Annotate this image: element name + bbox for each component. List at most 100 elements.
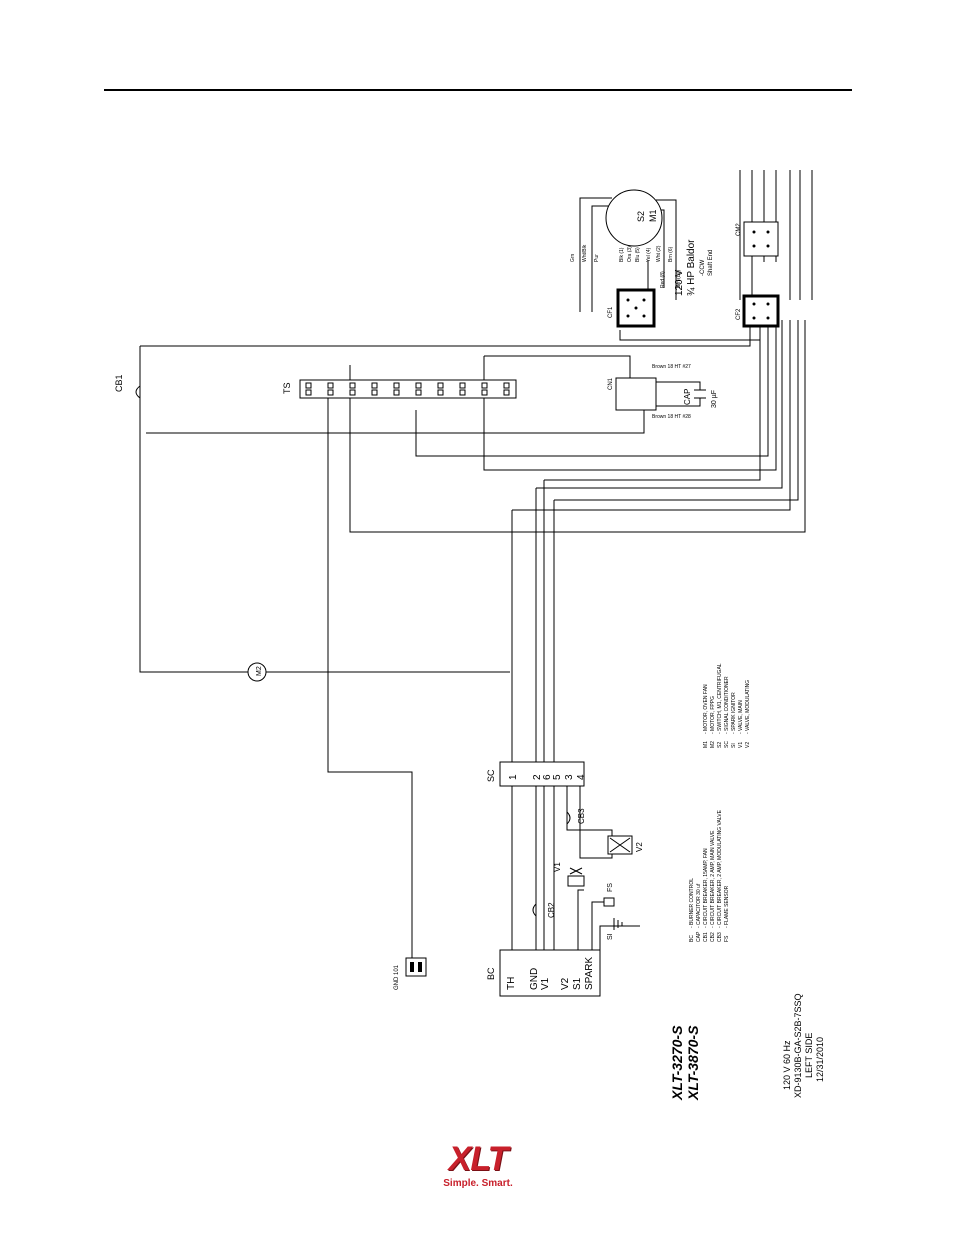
m2-motor: M2 [247,662,267,682]
legend-code: S2 [717,742,723,748]
legend-code: M2 [710,741,716,748]
motor-wire-label: Red (8) [660,271,666,288]
motor-wire-label: Grn [570,253,576,262]
motor-volts: 120 V [674,270,685,296]
logo-mark: XLT [448,1140,509,1178]
cb1-breaker: CB1 [114,374,141,399]
sc-label: SC [486,769,496,782]
cn1-connector: CN1 CAP 30 µF Brown 18 HT #27 Brown 18 H… [608,364,718,420]
legend-desc: - MOTOR, OVEN FAN [703,684,709,734]
legend-right: M1 - MOTOR, OVEN FAN M2 - MOTOR, FPPG S2 - SW… [703,663,751,748]
wire-ts-cf2-a [349,320,806,533]
legend-desc: - CIRCUIT BREAKER, 15AMP, FAN [703,848,709,928]
sc-pin-label: 5 [552,774,563,780]
wire-motor-1 [579,197,612,312]
cb1-label: CB1 [114,374,124,392]
motor-wire-label: Wht/Blk [582,244,588,262]
terminal-strip: TS [282,379,517,399]
bc-pin-label: TH [506,977,517,990]
spark-ignitor: SI [607,933,614,940]
cap-wire-bottom-label: Brown 18 HT #28 [652,414,691,420]
motor-hp: ¾ HP Baldor [686,239,697,296]
ground-connector: GND 101 [394,957,427,990]
wire-sc5-cf2 [554,320,799,501]
si-label: SI [607,933,614,940]
v2-label: V2 [635,842,644,852]
wire-fs [591,901,604,950]
legend-code: M1 [703,741,709,748]
sc-pin-label: 2 [532,774,543,780]
bc-pin-label: S1 [572,977,583,990]
motor-shaft: Shaft End [708,250,714,276]
legend-desc: - CAPACITOR 30 uf [696,883,702,928]
legend-code: FS [724,935,730,942]
legend-desc: - SIGNAL CONDITIONER [724,676,730,734]
legend-code: V1 [738,742,744,748]
m1-label: M1 [648,209,658,222]
cf1-connector: CF1 [608,288,656,328]
cb2-breaker: CB2 [532,902,556,918]
motor-wire-label: Blk (1) [619,247,625,262]
wire-cb1-cn1 [146,410,645,434]
cap-value: 30 µF [711,390,718,408]
legend-desc: - VALVE, MAIN [738,700,744,734]
bc-pin-label: SPARK [584,957,595,990]
cm2-connector: CM2 [736,221,779,257]
legend-code: CB3 [717,932,723,942]
cb2-label: CB2 [547,902,556,918]
s2-label: S2 [636,211,646,222]
legend-desc: - SWITCH, M1, CENTRIFUGAL [717,663,723,734]
legend-desc: - SPARK IGNITOR [731,692,737,734]
motor-wire-label: Brn (L0) [676,270,682,288]
ground-symbol [613,918,640,930]
legend-desc: - FLAME SENSOR [724,885,730,928]
wire-sc6-cf2 [544,320,761,481]
spec-line-2: XD-9130B-GA-S2B-7SSQ [793,993,803,1098]
m1-motor: S2 M1 120 V ¾ HP Baldor -CCW Shaft End [605,189,714,296]
cn1-label: CN1 [608,377,614,390]
wire-motor-5 [656,199,677,300]
spec-line-1: 120 V 60 Hz [782,1040,792,1090]
bc-pin-label: GND [529,968,540,990]
xlt-logo: XLT Simple. Smart. [428,1142,528,1192]
motor-wire-label: Ora (3) [627,246,633,262]
legend-code: CAP [696,931,702,942]
wire-v1 [577,889,584,950]
flame-sensor: FS [603,883,615,907]
v1-label: V1 [553,862,562,872]
motor-dir: -CCW [700,259,706,276]
spec-line-4: 12/31/2010 [815,1037,825,1082]
legend-code: SI [731,743,737,748]
cf2-label: CF2 [736,308,742,320]
legend-code: V2 [745,742,751,748]
wire-cb1-cf2 [140,320,751,347]
motor-wire-label: Wht (2) [656,245,662,262]
header-rule [104,89,852,91]
cap-wire-top-label: Brown 18 HT #27 [652,364,691,370]
wire-sc1-cf2 [512,320,791,511]
wire-sc2-cf2 [536,320,783,489]
motor-wire-label: Blu (5) [635,247,641,262]
logo-tagline: Simple. Smart. [443,1178,513,1189]
m2-label: M2 [256,666,263,676]
ts-label: TS [282,382,292,394]
legend-code: BC [689,935,695,942]
legend-code: CB2 [710,932,716,942]
wire-cf1-cf2 [619,320,761,341]
motor-wire-label: Yel (4) [646,247,652,262]
bc-pin-label: V2 [560,977,571,990]
cf1-label: CF1 [608,306,614,318]
model-line-2: XLT-3870-S [685,1025,701,1101]
cap-label: CAP [683,389,692,405]
wires [139,170,813,960]
sc-pin-label: 1 [508,774,519,780]
title-block: XLT-3270-S XLT-3870-S 120 V 60 Hz XD-913… [669,993,825,1101]
cf2-connector: CF2 [736,294,780,328]
legend-desc: - MOTOR, FPPG [710,696,716,734]
motor-wire-label: Brn (6) [668,246,674,262]
